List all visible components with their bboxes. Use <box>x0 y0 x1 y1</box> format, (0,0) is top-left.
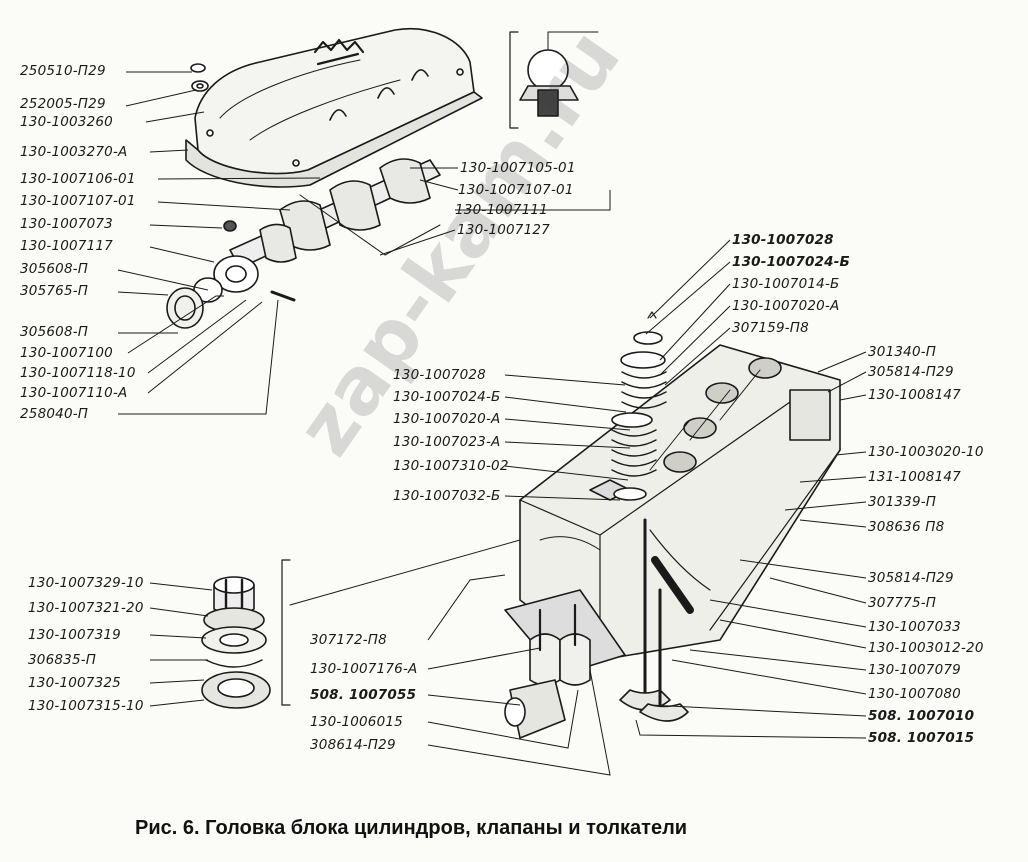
valve-cover <box>185 28 483 188</box>
part-label: 131-1008147 <box>868 469 961 485</box>
part-label: 307159-П8 <box>732 320 809 336</box>
part-label: 308636 П8 <box>868 519 945 535</box>
part-label: 305608-П <box>20 261 89 277</box>
part-label: 130-1007028 <box>393 367 486 383</box>
part-label: 130-1007325 <box>28 675 121 691</box>
part-label: 130-1007028 <box>732 232 834 248</box>
part-label: 130-1007107-01 <box>458 182 574 198</box>
part-label: 130-1007117 <box>20 238 113 254</box>
part-label: 130-1007105-01 <box>460 160 576 176</box>
part-label: 306835-П <box>28 652 97 668</box>
part-label: 130-1007079 <box>868 662 961 678</box>
part-label: 130-1007118-10 <box>20 365 136 381</box>
valve-spring-stack <box>611 311 667 501</box>
valve-rotator-parts <box>201 539 521 709</box>
part-label: 130-1008147 <box>868 387 961 403</box>
part-label: 130-1007024-Б <box>393 389 501 405</box>
part-label: 130-1007106-01 <box>20 171 136 187</box>
part-label: 130-1007329-10 <box>28 575 144 591</box>
part-label: 305814-П29 <box>868 570 954 586</box>
part-label: 130-1007032-Б <box>393 488 501 504</box>
part-label: 130-1007127 <box>457 222 550 238</box>
part-label: 258040-П <box>20 406 89 422</box>
part-label: 130-1007310-02 <box>393 458 509 474</box>
part-label: 508. 1007015 <box>868 730 975 746</box>
part-label: 130-1007315-10 <box>28 698 144 714</box>
part-label: 307172-П8 <box>310 632 387 648</box>
part-label: 130-1003270-А <box>20 144 128 160</box>
rocker-assembly <box>166 158 441 329</box>
part-label: 508. 1007055 <box>310 687 417 703</box>
part-label: 301339-П <box>868 494 937 510</box>
part-label: 130-1007110-А <box>20 385 128 401</box>
part-label: 130-1007073 <box>20 216 113 232</box>
part-label: 305814-П29 <box>868 364 954 380</box>
part-label: 308614-П29 <box>310 737 396 753</box>
part-label: 130-1006015 <box>310 714 403 730</box>
part-label: 301340-П <box>868 344 937 360</box>
figure-caption: Рис. 6. Головка блока цилиндров, клапаны… <box>135 817 688 839</box>
part-label: 307775-П <box>868 595 937 611</box>
part-label: 305765-П <box>20 283 89 299</box>
part-label: 130-1007321-20 <box>28 600 144 616</box>
part-label: 130-1007111 <box>455 202 548 218</box>
inset-detail <box>509 31 599 129</box>
cylinder-head <box>519 344 841 661</box>
part-label: 305608-П <box>20 324 89 340</box>
part-label: 252005-П29 <box>20 96 106 112</box>
part-label: 250510-П29 <box>20 63 106 79</box>
part-label: 130-1007080 <box>868 686 961 702</box>
part-label: 130-1003020-10 <box>868 444 984 460</box>
part-label: 130-1007319 <box>28 627 121 643</box>
part-label: 130-1007020-А <box>393 411 501 427</box>
part-label: 130-1007100 <box>20 345 113 361</box>
part-label: 130-1007020-А <box>732 298 840 314</box>
part-label: 508. 1007010 <box>868 708 975 724</box>
part-label: 130-1003260 <box>20 114 113 130</box>
part-label: 130-1007033 <box>868 619 961 635</box>
part-label: 130-1007014-Б <box>732 276 840 292</box>
part-label: 130-1007176-А <box>310 661 418 677</box>
part-label: 130-1007024-Б <box>732 254 851 270</box>
part-label: 130-1007023-А <box>393 434 501 450</box>
tappet-assembly <box>504 589 626 739</box>
part-label: 130-1003012-20 <box>868 640 984 656</box>
part-label: 130-1007107-01 <box>20 193 136 209</box>
